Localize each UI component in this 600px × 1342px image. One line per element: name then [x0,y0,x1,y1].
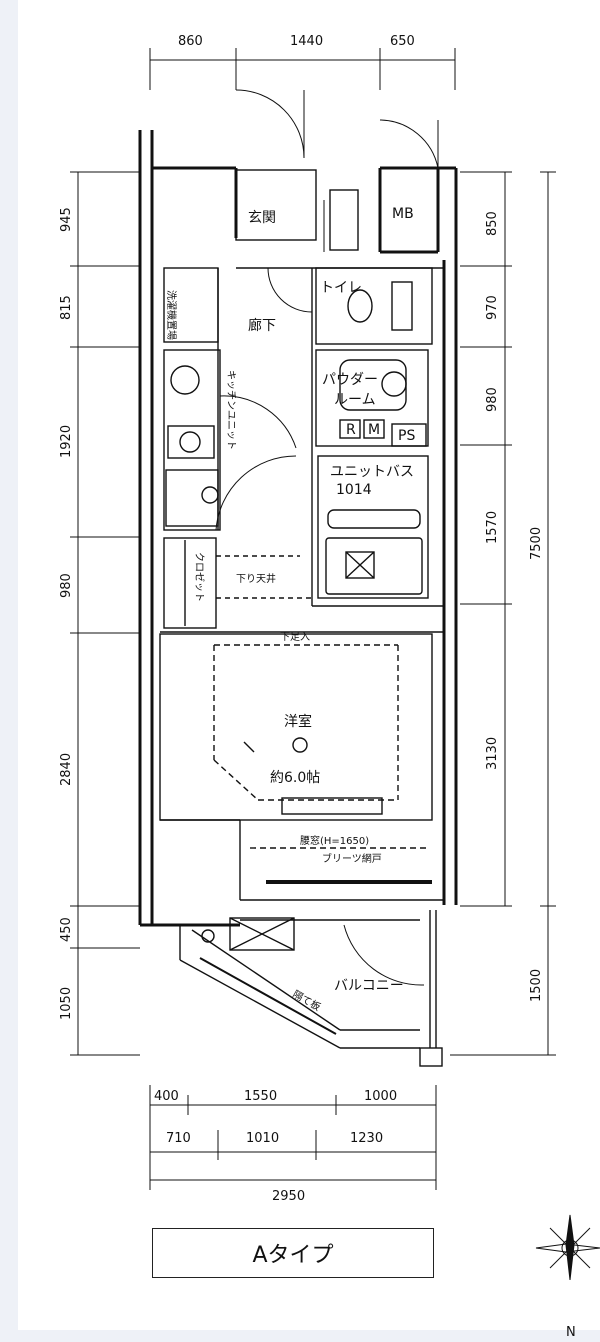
label-toilet: トイレ [320,280,362,296]
compass-icon [535,1214,600,1281]
label-m: M [368,422,380,438]
label-powder: パウダー [322,372,378,388]
label-partition: 隔て板 [291,987,323,1013]
label-balcony: バルコニー [334,978,404,994]
dim-right-3: 980 [485,387,500,412]
label-kitchen: キッチンユニット [225,370,237,450]
dim-left-2: 815 [59,295,74,320]
label-ceiling-drop: 下り天井 [236,572,276,585]
dim-bottom-1b: 1550 [244,1089,277,1104]
dim-left-5: 2840 [59,753,74,786]
dim-left-7: 1050 [59,987,74,1020]
dim-bottom-2a: 710 [166,1131,191,1146]
dim-bottom-total: 2950 [272,1189,305,1204]
label-shoe: 下足入 [280,631,310,643]
label-unit-bath: ユニットバス [330,464,414,480]
dim-top-2: 1440 [290,34,323,49]
label-r: R [346,422,356,438]
label-powder-2: ルーム [334,392,376,408]
label-unit-bath-size: 1014 [336,482,372,498]
label-window-note1: 腰窓(H=1650) [300,834,369,847]
bottom-frame [0,1330,600,1342]
dim-bottom-1a: 400 [154,1089,179,1104]
label-area: 約6.0帖 [270,770,320,786]
dim-left-3: 1920 [59,425,74,458]
label-mb: MB [392,206,414,222]
label-ps: PS [398,428,415,444]
dim-right-balcony: 1500 [529,969,544,1002]
dim-right-1: 850 [485,211,500,236]
dim-right-5: 3130 [485,737,500,770]
type-label: Aタイプ [152,1228,434,1278]
left-frame [0,0,18,1342]
label-window-note2: ブリーツ網戸 [322,852,382,865]
label-western-room: 洋室 [284,713,312,730]
dim-bottom-1c: 1000 [364,1089,397,1104]
dim-top-1: 860 [178,34,203,49]
dim-left-1: 945 [59,207,74,232]
label-closet: クロゼット [193,552,205,602]
dim-right-2: 970 [485,295,500,320]
label-entrance: 玄関 [248,209,276,226]
label-washer: 洗濯機置場 [165,290,178,340]
dim-left-6: 450 [59,917,74,942]
dim-bottom-2b: 1010 [246,1131,279,1146]
label-hallway: 廊下 [248,317,276,334]
compass-label: N [566,1325,576,1340]
dim-top-3: 650 [390,34,415,49]
dim-left-4: 980 [59,573,74,598]
dim-right-total: 7500 [529,527,544,560]
dim-right-4: 1570 [485,511,500,544]
dim-bottom-2c: 1230 [350,1131,383,1146]
